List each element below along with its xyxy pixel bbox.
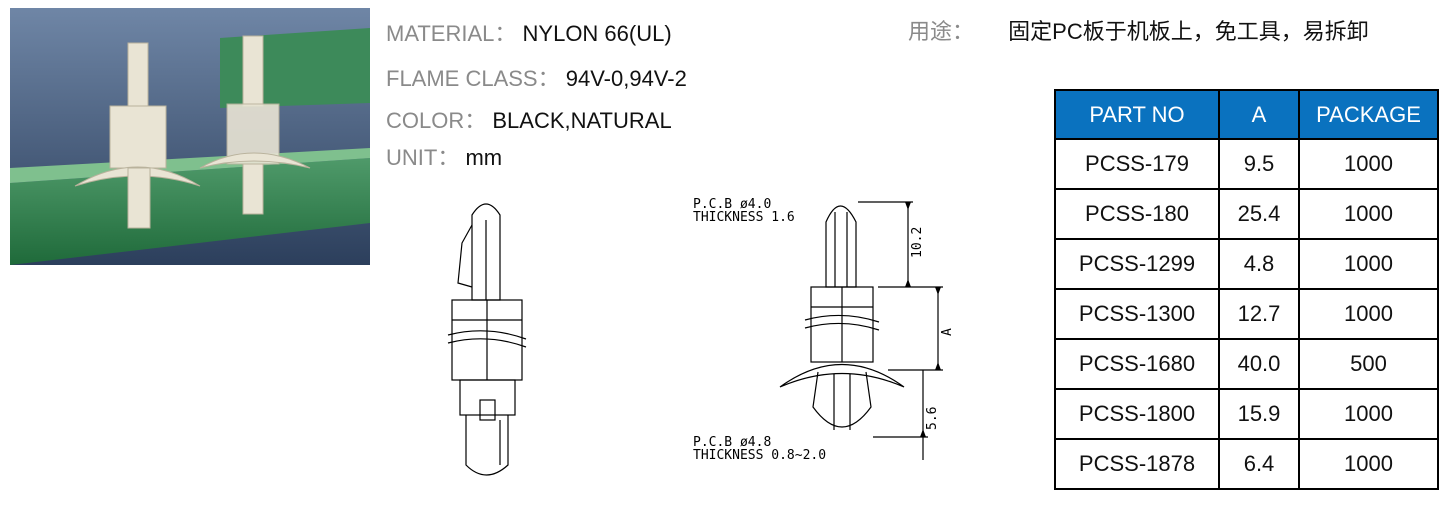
- side-view-drawing: [447, 203, 527, 476]
- package-cell: 1000: [1298, 288, 1439, 340]
- a-cell: 40.0: [1218, 338, 1300, 390]
- flame-class-label: FLAME CLASS：: [386, 66, 560, 91]
- a-cell: 15.9: [1218, 388, 1300, 440]
- header-package: PACKAGE: [1298, 89, 1439, 140]
- flame-class-spec: FLAME CLASS： 94V-0,94V-2: [386, 61, 687, 93]
- dim-top-label: 10.2: [910, 227, 925, 258]
- package-cell: 1000: [1298, 388, 1439, 440]
- unit-value: mm: [465, 145, 503, 170]
- table-row: PCSS-180 25.4 1000: [1054, 188, 1439, 240]
- a-cell: 9.5: [1218, 138, 1300, 190]
- material-label: MATERIAL：: [386, 21, 517, 46]
- package-cell: 500: [1298, 338, 1439, 390]
- pcb-bottom-line2: THICKNESS 0.8~2.0: [693, 448, 826, 463]
- part-no-cell: PCSS-180: [1054, 188, 1220, 240]
- part-no-cell: PCSS-1300: [1054, 288, 1220, 340]
- dim-a-label: A: [940, 328, 955, 336]
- part-no-cell: PCSS-179: [1054, 138, 1220, 190]
- a-cell: 25.4: [1218, 188, 1300, 240]
- pcb-bottom-line1: P.C.B ø4.8: [693, 435, 771, 450]
- part-no-cell: PCSS-1878: [1054, 438, 1220, 490]
- unit-spec: UNIT： mm: [386, 140, 502, 172]
- dim-bottom-label: 5.6: [925, 407, 940, 430]
- part-no-cell: PCSS-1299: [1054, 238, 1220, 290]
- flame-class-value: 94V-0,94V-2: [565, 66, 687, 91]
- package-cell: 1000: [1298, 238, 1439, 290]
- header-part-no: PART NO: [1054, 89, 1220, 140]
- package-cell: 1000: [1298, 438, 1439, 490]
- part-no-cell: PCSS-1680: [1054, 338, 1220, 390]
- parts-table: PART NO A PACKAGE PCSS-179 9.5 1000 PCSS…: [1054, 89, 1439, 490]
- a-cell: 6.4: [1218, 438, 1300, 490]
- header-a: A: [1218, 89, 1300, 140]
- pcb-top-line2: THICKNESS 1.6: [693, 210, 795, 225]
- package-cell: 1000: [1298, 188, 1439, 240]
- color-label: COLOR：: [386, 108, 487, 133]
- table-row: PCSS-1300 12.7 1000: [1054, 288, 1439, 340]
- table-row: PCSS-1680 40.0 500: [1054, 338, 1439, 390]
- material-value: NYLON 66(UL): [522, 21, 672, 46]
- package-cell: 1000: [1298, 138, 1439, 190]
- pcb-top-line1: P.C.B ø4.0: [693, 197, 771, 212]
- color-spec: COLOR： BLACK,NATURAL: [386, 103, 672, 135]
- material-spec: MATERIAL： NYLON 66(UL): [386, 16, 672, 48]
- table-row: PCSS-1800 15.9 1000: [1054, 388, 1439, 440]
- front-view-drawing: P.C.B ø4.0 THICKNESS 1.6 P.C.B ø4.8 THIC…: [693, 197, 955, 463]
- color-value: BLACK,NATURAL: [492, 108, 672, 133]
- table-header-row: PART NO A PACKAGE: [1054, 89, 1439, 140]
- product-photo: [10, 8, 370, 265]
- unit-label: UNIT：: [386, 145, 460, 170]
- table-row: PCSS-1299 4.8 1000: [1054, 238, 1439, 290]
- usage-label: 用途：: [908, 19, 975, 44]
- part-no-cell: PCSS-1800: [1054, 388, 1220, 440]
- table-row: PCSS-1878 6.4 1000: [1054, 438, 1439, 490]
- usage-line: 用途： 固定PC板于机板上，免工具，易拆卸: [908, 14, 1369, 46]
- a-cell: 12.7: [1218, 288, 1300, 340]
- usage-value: 固定PC板于机板上，免工具，易拆卸: [1008, 19, 1369, 44]
- a-cell: 4.8: [1218, 238, 1300, 290]
- table-row: PCSS-179 9.5 1000: [1054, 138, 1439, 190]
